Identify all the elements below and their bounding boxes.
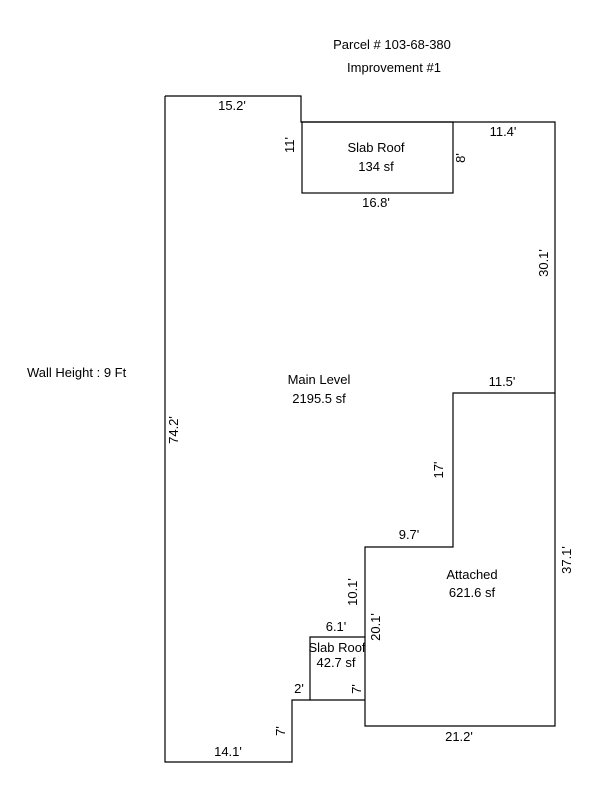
dim-top-right-width: 11.4' bbox=[490, 124, 517, 139]
wall-height-label: Wall Height : 9 Ft bbox=[27, 365, 127, 380]
parcel-number: Parcel # 103-68-380 bbox=[333, 37, 451, 52]
dim-small-slab-left: 2' bbox=[294, 681, 304, 696]
slab-roof-bottom-name: Slab Roof bbox=[308, 640, 365, 655]
main-level-outline bbox=[164, 95, 556, 763]
dim-attached-left-upper: 10.1' bbox=[345, 578, 360, 606]
dim-top-slab-right: 8' bbox=[453, 153, 468, 163]
attached-outline bbox=[364, 393, 556, 727]
dim-attached-top: 11.5' bbox=[489, 374, 516, 389]
dim-right-upper: 30.1' bbox=[536, 249, 551, 277]
dim-top-slab-left: 11' bbox=[282, 137, 297, 153]
slab-roof-bottom-area: 42.7 sf bbox=[316, 655, 355, 670]
dim-bottom-width: 14.1' bbox=[214, 744, 242, 759]
dim-step-vertical: 17' bbox=[431, 462, 446, 479]
dim-top-left-width: 15.2' bbox=[218, 98, 246, 113]
dim-small-slab-right: 7' bbox=[349, 684, 364, 694]
main-level-name: Main Level bbox=[288, 372, 351, 387]
dim-attached-bottom: 21.2' bbox=[445, 729, 473, 744]
dim-left-side: 74.2' bbox=[166, 416, 181, 444]
improvement-label: Improvement #1 bbox=[347, 60, 441, 75]
dim-bottom-notch: 7' bbox=[273, 726, 288, 736]
attached-name: Attached bbox=[446, 567, 497, 582]
slab-roof-top-area: 134 sf bbox=[358, 159, 394, 174]
main-level-area: 2195.5 sf bbox=[292, 391, 346, 406]
slab-roof-top-name: Slab Roof bbox=[347, 140, 404, 155]
dim-top-slab-bottom: 16.8' bbox=[362, 195, 390, 210]
dim-attached-right: 37.1' bbox=[559, 546, 574, 574]
dim-attached-left-full: 20.1' bbox=[368, 613, 383, 641]
attached-area: 621.6 sf bbox=[449, 585, 496, 600]
dim-small-slab-top: 6.1' bbox=[326, 619, 347, 634]
dim-step-horizontal: 9.7' bbox=[399, 527, 420, 542]
slab-roof-top-outline bbox=[301, 121, 454, 194]
